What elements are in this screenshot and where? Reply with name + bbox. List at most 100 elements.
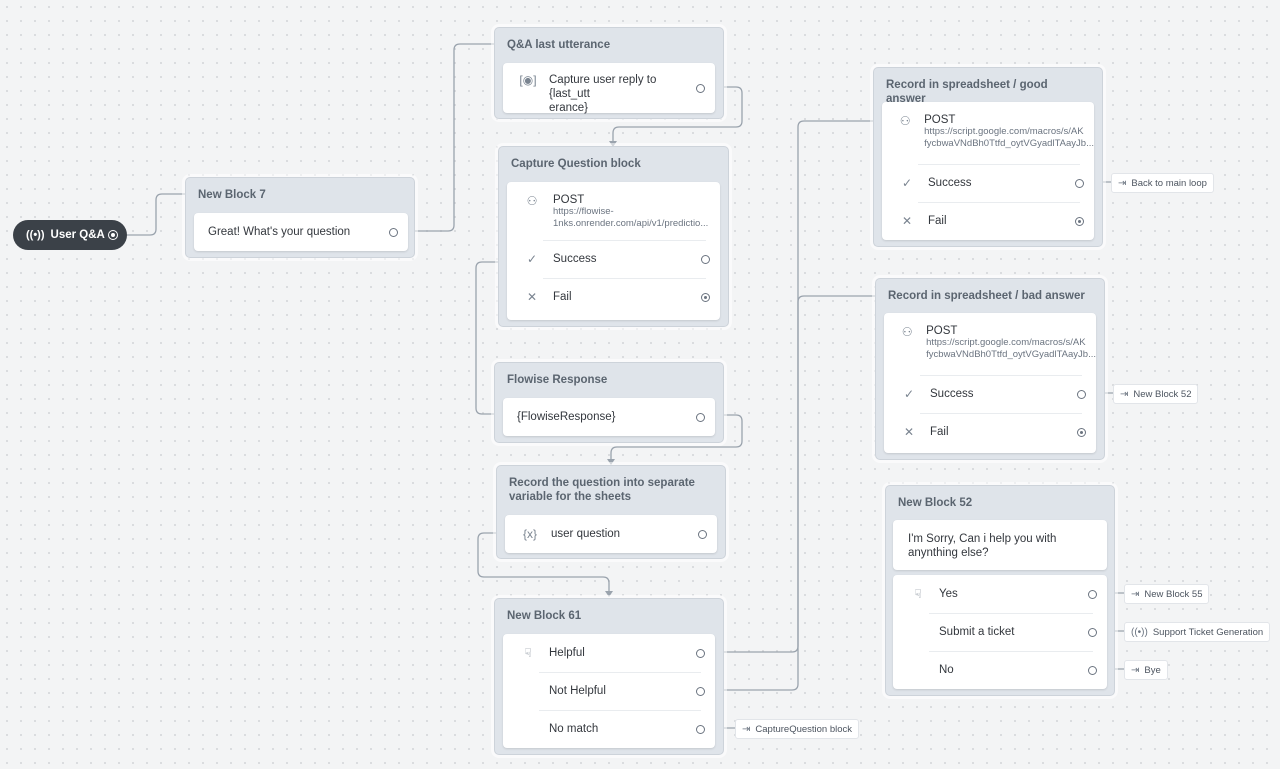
node-new-block-7[interactable]: New Block 7 Great! What's your question bbox=[185, 177, 415, 258]
success-path[interactable]: ✓ Success bbox=[884, 375, 1096, 413]
api-card[interactable]: ⚇ POST https://script.google.com/macros/… bbox=[882, 102, 1094, 240]
api-request-row[interactable]: ⚇ POST https://script.google.com/macros/… bbox=[884, 313, 1096, 375]
choice-label: Submit a ticket bbox=[939, 626, 1015, 638]
output-port[interactable] bbox=[696, 83, 705, 93]
close-icon: ✕ bbox=[901, 214, 913, 228]
message-row[interactable]: {FlowiseResponse} bbox=[503, 398, 715, 436]
check-icon: ✓ bbox=[903, 387, 915, 401]
message-card[interactable]: {FlowiseResponse} bbox=[503, 398, 715, 436]
api-method: POST bbox=[553, 194, 585, 206]
jump-tag-new-block-52[interactable]: ⇥ New Block 52 bbox=[1113, 384, 1199, 404]
jump-label: Back to main loop bbox=[1131, 177, 1207, 189]
choice-port[interactable] bbox=[1088, 589, 1097, 599]
fail-port[interactable] bbox=[701, 292, 710, 302]
variable-name: user question bbox=[551, 528, 621, 540]
jump-label: Support Ticket Generation bbox=[1152, 626, 1264, 638]
choice-port[interactable] bbox=[696, 648, 705, 658]
message-card[interactable]: I'm Sorry, Can i help you with anynthing… bbox=[893, 520, 1107, 570]
message-card[interactable]: Great! What's your question bbox=[194, 213, 408, 251]
node-title: Q&A last utterance bbox=[507, 39, 611, 51]
output-port[interactable] bbox=[389, 227, 398, 237]
variable-icon: {x} bbox=[522, 527, 537, 541]
message-text: Great! What's your question bbox=[208, 226, 351, 238]
node-title: Flowise Response bbox=[507, 374, 608, 386]
jump-tag-new-block-55[interactable]: ⇥ New Block 55 bbox=[1124, 584, 1210, 604]
start-block-user-qa[interactable]: ((•)) User Q&A bbox=[13, 220, 127, 250]
jump-label: CaptureQuestion block bbox=[755, 723, 853, 735]
node-capture-question-block[interactable]: Capture Question block ⚇ POST https://fl… bbox=[498, 146, 729, 327]
start-label: User Q&A bbox=[50, 229, 105, 241]
capture-icon: [◉] bbox=[519, 73, 537, 87]
api-request-row[interactable]: ⚇ POST https://flowise- 1nks.onrender.co… bbox=[507, 182, 720, 240]
message-row[interactable]: Great! What's your question bbox=[194, 213, 408, 251]
node-title: Capture Question block bbox=[511, 158, 641, 170]
choice-yes[interactable]: ☟ Yes bbox=[893, 575, 1107, 613]
choice-port[interactable] bbox=[1088, 665, 1097, 675]
choice-port[interactable] bbox=[1088, 627, 1097, 637]
choice-no-match[interactable]: No match bbox=[503, 710, 715, 748]
fail-path[interactable]: ✕ Fail bbox=[884, 413, 1096, 451]
capture-row[interactable]: [◉] Capture user reply to {last_utt eran… bbox=[503, 63, 715, 114]
success-path[interactable]: ✓ Success bbox=[507, 240, 720, 278]
api-card[interactable]: ⚇ POST https://flowise- 1nks.onrender.co… bbox=[507, 182, 720, 320]
success-port[interactable] bbox=[1077, 389, 1086, 399]
start-output-port[interactable] bbox=[108, 230, 118, 240]
choice-not-helpful[interactable]: Not Helpful bbox=[503, 672, 715, 710]
jump-label: Bye bbox=[1144, 664, 1161, 676]
success-path[interactable]: ✓ Success bbox=[882, 164, 1094, 202]
set-variable-row[interactable]: {x} user question bbox=[505, 515, 717, 553]
fail-path[interactable]: ✕ Fail bbox=[882, 202, 1094, 240]
api-method: POST bbox=[926, 325, 958, 337]
output-port[interactable] bbox=[698, 529, 707, 539]
api-url: https://flowise- 1nks.onrender.com/api/v… bbox=[553, 206, 709, 229]
success-label: Success bbox=[928, 177, 972, 189]
check-icon: ✓ bbox=[526, 252, 538, 266]
jump-tag-capture-question[interactable]: ⇥ CaptureQuestion block bbox=[735, 719, 860, 739]
node-new-block-52[interactable]: New Block 52 I'm Sorry, Can i help you w… bbox=[885, 485, 1115, 696]
choice-label: Helpful bbox=[549, 647, 585, 659]
broadcast-icon: ((•)) bbox=[26, 229, 45, 241]
node-record-bad-answer[interactable]: Record in spreadsheet / bad answer ⚇ POS… bbox=[875, 278, 1105, 460]
jump-icon: ⇥ bbox=[1131, 664, 1140, 676]
close-icon: ✕ bbox=[903, 425, 915, 439]
message-text: {FlowiseResponse} bbox=[517, 411, 616, 423]
fail-port[interactable] bbox=[1075, 216, 1084, 226]
api-request-row[interactable]: ⚇ POST https://script.google.com/macros/… bbox=[882, 102, 1094, 164]
jump-tag-bye[interactable]: ⇥ Bye bbox=[1124, 660, 1168, 680]
node-title: New Block 7 bbox=[198, 189, 266, 201]
choice-port[interactable] bbox=[696, 724, 705, 734]
fail-port[interactable] bbox=[1077, 427, 1086, 437]
check-icon: ✓ bbox=[901, 176, 913, 190]
success-port[interactable] bbox=[1075, 178, 1084, 188]
fail-label: Fail bbox=[930, 426, 949, 438]
node-record-question[interactable]: Record the question into separate variab… bbox=[496, 465, 726, 559]
node-flowise-response[interactable]: Flowise Response {FlowiseResponse} bbox=[494, 362, 724, 443]
node-new-block-61[interactable]: New Block 61 ☟ Helpful Not Helpful No ma… bbox=[494, 598, 724, 755]
capture-card[interactable]: [◉] Capture user reply to {last_utt eran… bbox=[503, 63, 715, 114]
output-port[interactable] bbox=[696, 412, 705, 422]
choice-helpful[interactable]: ☟ Helpful bbox=[503, 634, 715, 672]
jump-tag-back-main-loop[interactable]: ⇥ Back to main loop bbox=[1111, 173, 1214, 193]
jump-tag-support-ticket[interactable]: ((•)) Support Ticket Generation bbox=[1124, 622, 1271, 642]
api-card[interactable]: ⚇ POST https://script.google.com/macros/… bbox=[884, 313, 1096, 453]
webhook-icon: ⚇ bbox=[526, 194, 538, 208]
choices-card[interactable]: ☟ Helpful Not Helpful No match bbox=[503, 634, 715, 748]
capture-text: Capture user reply to {last_utt erance} bbox=[549, 74, 657, 114]
choice-submit-ticket[interactable]: Submit a ticket bbox=[893, 613, 1107, 651]
set-variable-card[interactable]: {x} user question bbox=[505, 515, 717, 553]
node-qa-last-utterance[interactable]: Q&A last utterance [◉] Capture user repl… bbox=[494, 27, 724, 119]
choices-card[interactable]: ☟ Yes Submit a ticket No bbox=[893, 575, 1107, 689]
choice-port[interactable] bbox=[696, 686, 705, 696]
node-record-good-answer[interactable]: Record in spreadsheet / good answer ⚇ PO… bbox=[873, 67, 1103, 247]
choice-no[interactable]: No bbox=[893, 651, 1107, 689]
fail-path[interactable]: ✕ Fail bbox=[507, 278, 720, 316]
choice-label: No match bbox=[549, 723, 599, 735]
api-method: POST bbox=[924, 114, 956, 126]
fail-label: Fail bbox=[553, 291, 572, 303]
jump-label: New Block 55 bbox=[1144, 588, 1203, 600]
node-title: Record in spreadsheet / bad answer bbox=[888, 290, 1085, 302]
success-port[interactable] bbox=[701, 254, 710, 264]
fail-label: Fail bbox=[928, 215, 947, 227]
choice-label: No bbox=[939, 664, 954, 676]
jump-label: New Block 52 bbox=[1133, 388, 1192, 400]
